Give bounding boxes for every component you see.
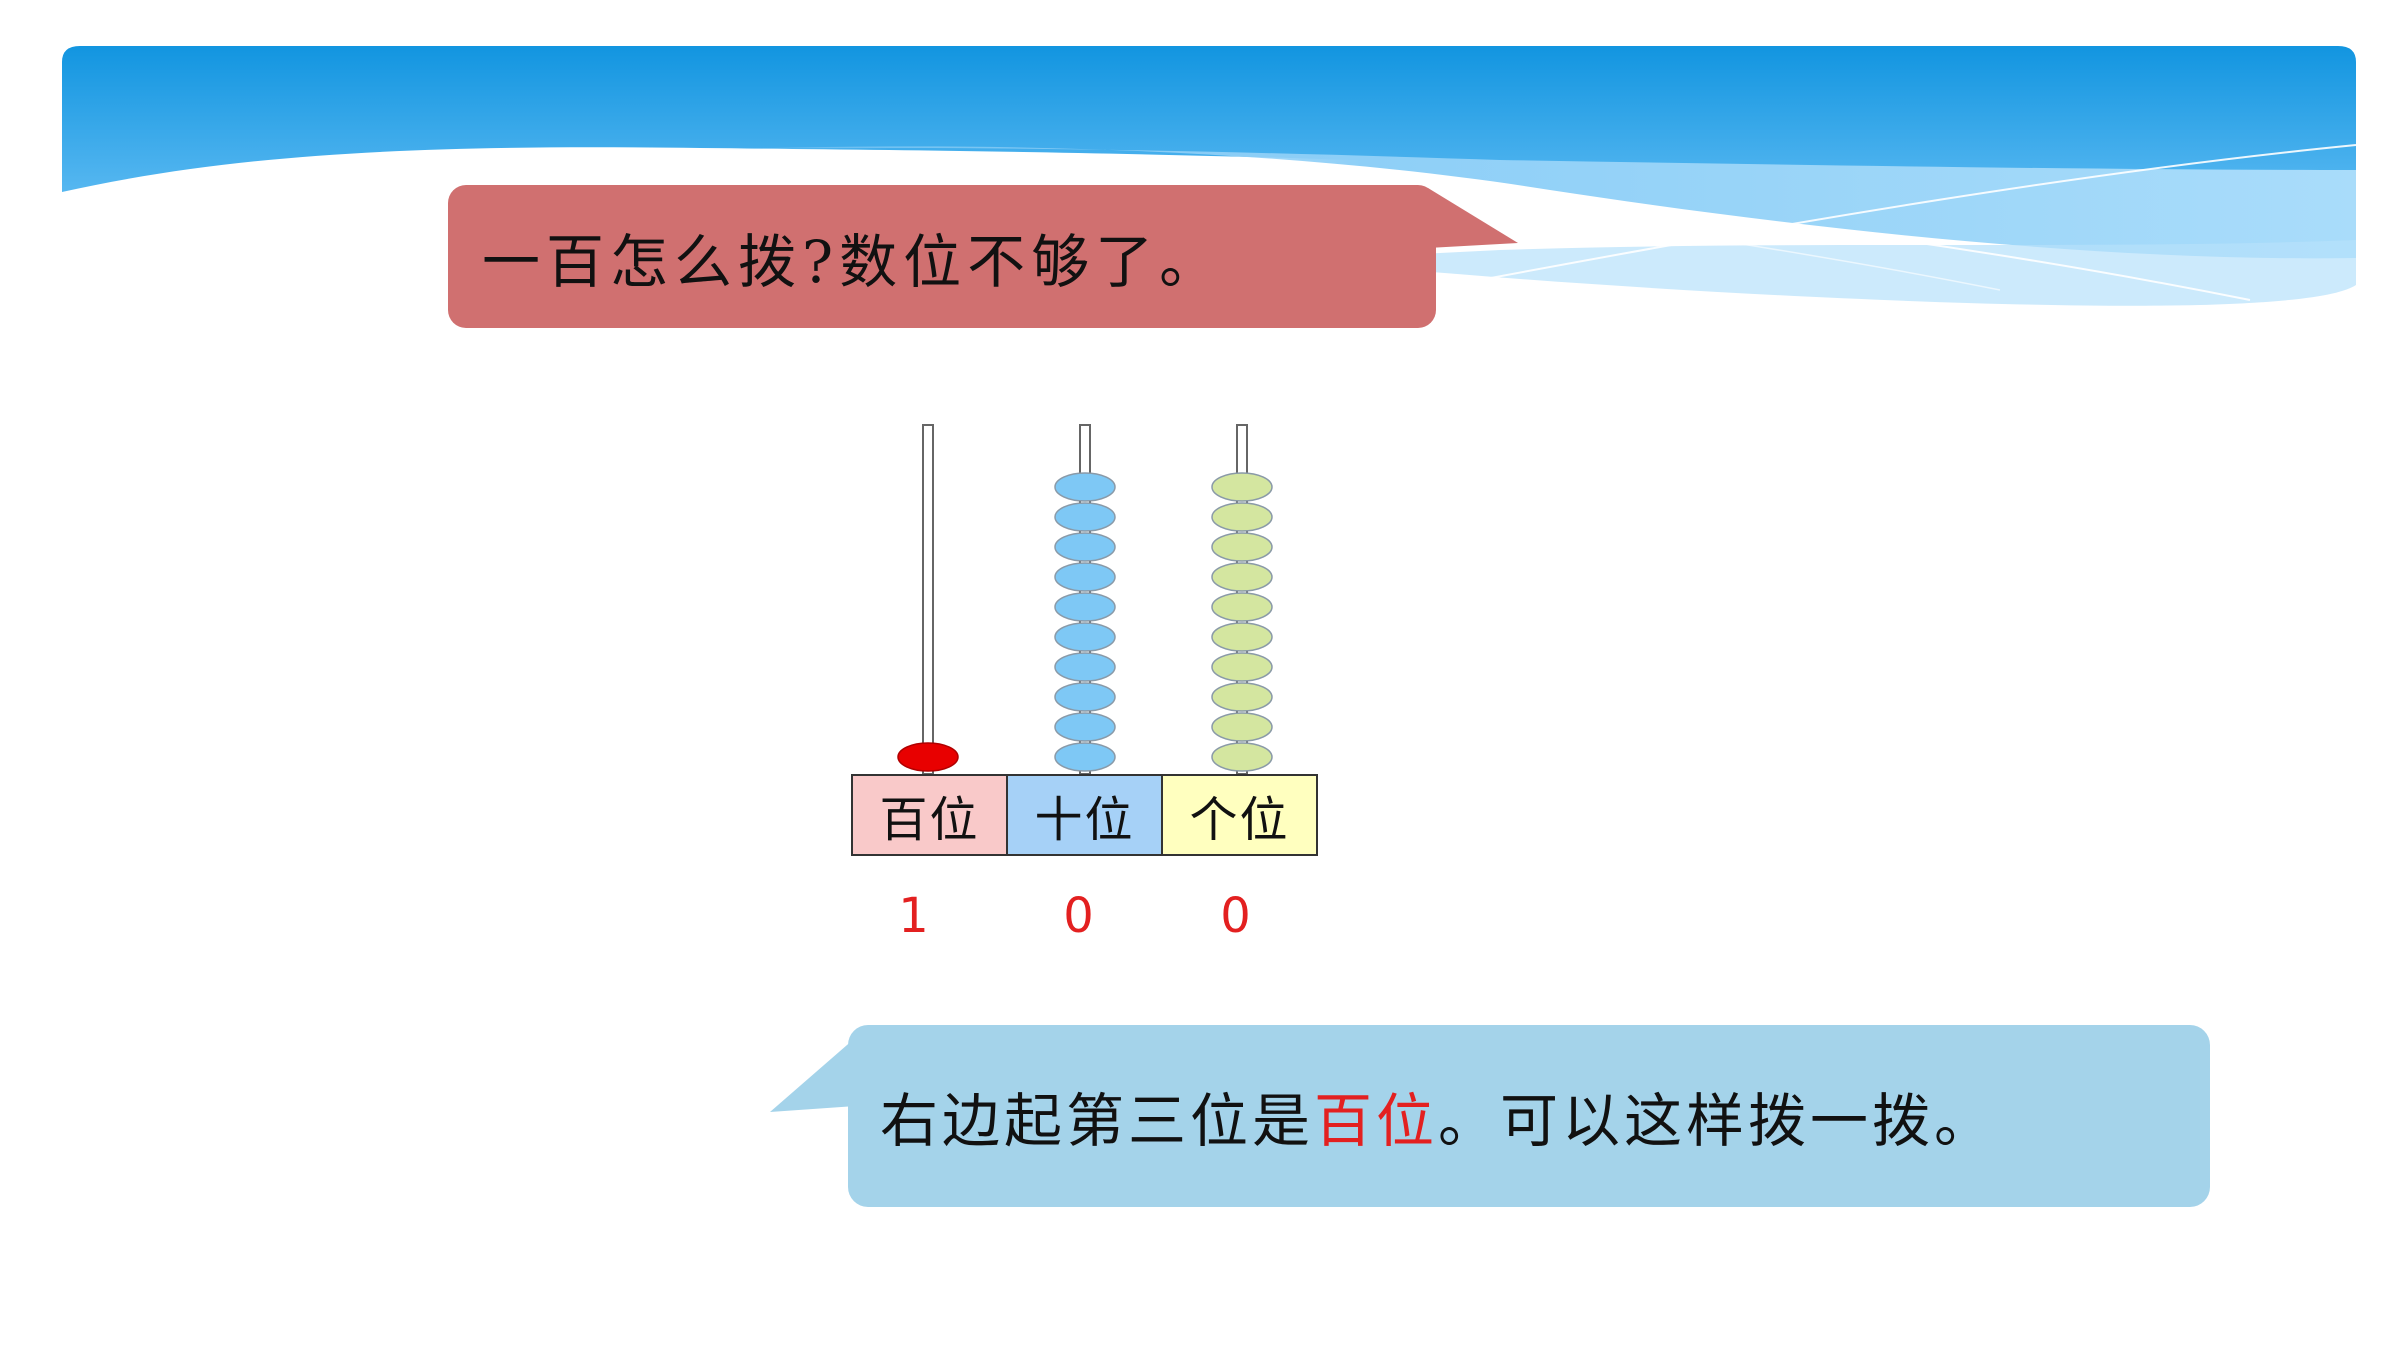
abacus: 百位 十位 个位 1 0 0 [845, 420, 1325, 944]
abacus-rod [922, 424, 934, 775]
abacus-bead [1054, 532, 1116, 562]
header-line-3 [1049, 159, 2001, 291]
header-light-wave [700, 146, 2356, 259]
header-wave-banner [62, 46, 2357, 306]
place-label-hundreds: 百位 [879, 792, 980, 848]
abacus-bead [1211, 682, 1273, 712]
place-label-tens: 十位 [1034, 792, 1135, 848]
answer-prefix: 右边起第三位是 [880, 1087, 1315, 1155]
abacus-bead [1211, 562, 1273, 592]
place-cell-hundreds: 百位 [851, 774, 1008, 856]
abacus-bead [1211, 472, 1273, 502]
abacus-bead [1211, 622, 1273, 652]
abacus-rods-and-beads [897, 424, 1273, 775]
abacus-bead [1054, 562, 1116, 592]
answer-highlight: 百位 [1314, 1087, 1439, 1155]
abacus-bead [1054, 502, 1116, 532]
answer-bubble-tail [770, 1025, 870, 1112]
question-bubble-tail [1428, 188, 1518, 248]
abacus-bead [1211, 592, 1273, 622]
abacus-bead [1054, 472, 1116, 502]
abacus-bead [1054, 622, 1116, 652]
digit-hundreds: 1 [898, 888, 929, 944]
abacus-bead [1211, 502, 1273, 532]
abacus-bead [1211, 652, 1273, 682]
abacus-bead [1054, 652, 1116, 682]
abacus-bead [897, 742, 959, 772]
abacus-bead [1211, 742, 1273, 772]
place-label-ones: 个位 [1189, 792, 1290, 848]
digit-ones: 0 [1220, 888, 1251, 944]
question-text: 一百怎么拨?数位不够了。 [482, 227, 1224, 296]
header-light-wave-2 [1300, 240, 2356, 306]
place-cell-ones: 个位 [1161, 774, 1318, 856]
digit-tens: 0 [1063, 888, 1094, 944]
abacus-bead [1211, 712, 1273, 742]
answer-suffix: 。可以这样拨一拨。 [1438, 1087, 1997, 1155]
abacus-bead [1054, 742, 1116, 772]
abacus-bead [1211, 532, 1273, 562]
header-line-2 [1479, 144, 2357, 281]
place-cell-tens: 十位 [1006, 774, 1163, 856]
abacus-bead [1054, 592, 1116, 622]
question-bubble: 一百怎么拨?数位不够了。 [448, 185, 1436, 328]
abacus-bead [1054, 682, 1116, 712]
answer-bubble: 右边起第三位是百位。可以这样拨一拨。 [848, 1025, 2210, 1207]
abacus-bead [1054, 712, 1116, 742]
